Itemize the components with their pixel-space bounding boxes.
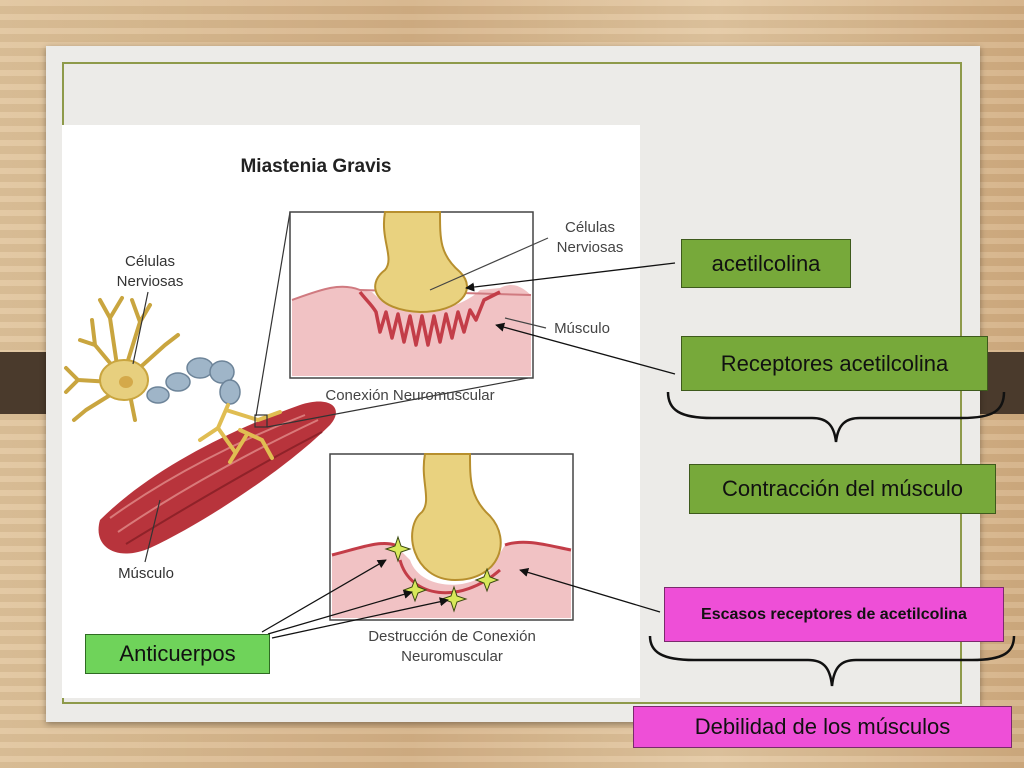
left-nerve-label-line1: Células (125, 253, 175, 270)
callout-escasos: Escasos receptores de acetilcolina (664, 587, 1004, 642)
top-inset-muscle-label: Músculo (554, 320, 610, 337)
zoom-line-top (255, 211, 291, 417)
figure-title: Miastenia Gravis (240, 156, 391, 177)
zoom-marker (254, 414, 268, 428)
callout-debilidad: Debilidad de los músculos (633, 706, 1012, 748)
callout-contraccion: Contracción del músculo (689, 464, 996, 514)
left-muscle-leader (144, 499, 161, 563)
bottom-inset-caption-line1: Destrucción de Conexión (368, 628, 536, 645)
top-inset-muscle-leader (504, 317, 547, 329)
antibody-stars (384, 535, 500, 613)
nerve-nucleus (119, 376, 133, 388)
brace-bottom (648, 635, 1016, 687)
muscle-illustration (98, 401, 336, 554)
callout-acetilcolina-text: acetilcolina (711, 250, 821, 276)
callout-debilidad-text: Debilidad de los músculos (694, 714, 951, 739)
top-inset-nerve-line2: Nerviosas (557, 239, 624, 256)
axon-terminal-branches (198, 403, 282, 464)
left-muscle-label: Músculo (118, 565, 174, 582)
arrow-anticuerpos-2 (267, 589, 413, 635)
arrow-receptores (495, 322, 676, 375)
callout-acetilcolina: acetilcolina (681, 239, 851, 288)
callout-anticuerpos: Anticuerpos (85, 634, 270, 674)
callout-receptores: Receptores acetilcolina (681, 336, 988, 391)
left-nerve-leader (132, 291, 149, 365)
top-inset (289, 211, 534, 379)
callout-contraccion-text: Contracción del músculo (722, 476, 963, 501)
axon-myelin (146, 357, 241, 405)
arrow-anticuerpos-3 (271, 597, 449, 639)
top-inset-caption: Conexión Neuromuscular (325, 387, 494, 404)
arrow-escasos (519, 567, 661, 613)
top-inset-nerve-line1: Células (565, 219, 615, 236)
nerve-cell-illustration (64, 296, 180, 422)
brace-top (666, 391, 1006, 443)
callout-receptores-text: Receptores acetilcolina (720, 350, 949, 376)
bottom-inset (329, 453, 574, 621)
zoom-line-bottom (266, 377, 529, 428)
callout-escasos-text: Escasos receptores de acetilcolina (701, 605, 967, 623)
bottom-inset-caption-line2: Neuromuscular (401, 648, 503, 665)
arrow-acetilcolina (465, 262, 676, 292)
callout-anticuerpos-text: Anticuerpos (119, 641, 236, 666)
top-inset-nerve-leader (429, 237, 549, 291)
left-nerve-label-line2: Nerviosas (117, 273, 184, 290)
arrow-anticuerpos-1 (261, 559, 387, 633)
